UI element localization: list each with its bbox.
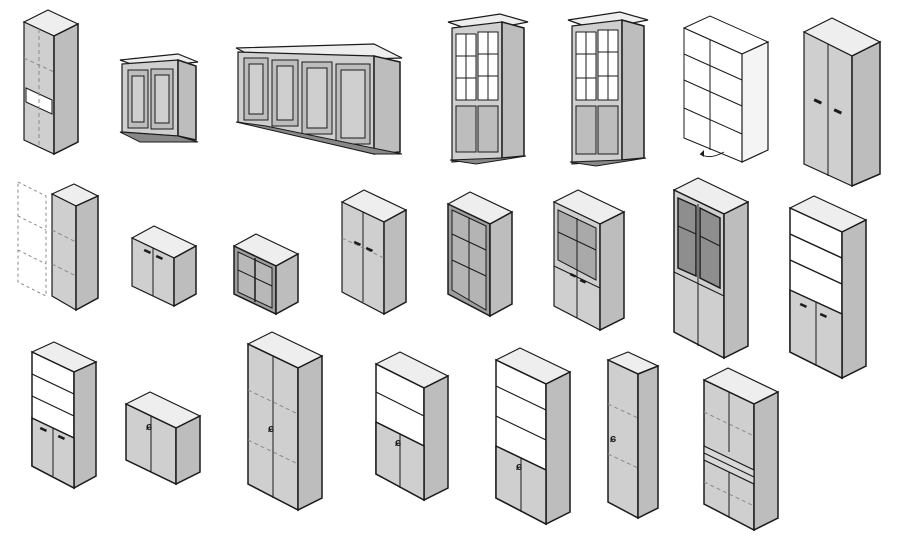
tall-shelving-with-doors	[30, 340, 100, 490]
lock-glyph: ɕ	[268, 423, 274, 435]
lock-glyph: ɕ	[610, 433, 616, 445]
classic-glass-vitrine-2	[566, 10, 652, 168]
lock-glyph: ɕ	[395, 437, 401, 449]
classic-sideboard-four-door	[234, 42, 406, 160]
open-bookcase-white	[680, 14, 772, 164]
mid-cabinet-two-door	[340, 188, 408, 316]
tall-open-shelf-cabinet-lock: ɕ	[494, 346, 574, 526]
mid-open-top-cabinet-lock: ɕ	[374, 350, 452, 502]
tall-open-top-cabinet	[788, 194, 870, 380]
mid-glass-vitrine	[552, 188, 628, 332]
tall-cabinet-open-niche	[22, 9, 82, 158]
low-glass-cabinet	[232, 232, 302, 316]
lock-glyph: ɕ	[146, 421, 152, 433]
mid-open-shelf	[446, 190, 514, 318]
cabinet-with-drawer-band	[702, 366, 782, 532]
classic-sideboard-two-door	[118, 52, 202, 147]
classic-glass-vitrine	[446, 12, 532, 166]
lock-glyph: ɕ	[516, 461, 522, 473]
narrow-tall-locker: ɕ	[606, 350, 662, 520]
tall-dark-glass-cabinet	[672, 176, 752, 360]
tall-wardrobe-two-door	[802, 16, 884, 188]
narrow-tall-cabinet-with-ghost	[14, 178, 102, 312]
low-cabinet-two-door	[130, 224, 198, 308]
tall-wardrobe-lock: ɕ	[246, 330, 326, 512]
low-cabinet-two-door-lock: ɕ	[124, 390, 204, 486]
